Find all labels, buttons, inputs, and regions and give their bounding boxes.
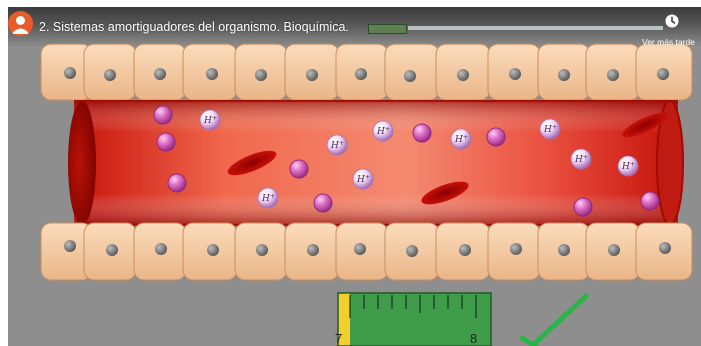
video-title[interactable]: 2. Sistemas amortiguadores del organismo… — [39, 20, 349, 34]
channel-avatar[interactable] — [8, 11, 33, 36]
top-epithelial-cells — [41, 44, 692, 100]
video-player[interactable]: H+ H+ H+ H+ H+ H+ H+ H+ H+ — [8, 7, 701, 346]
bottom-epithelial-cells — [41, 223, 692, 280]
ruler-end-label: 8 — [470, 331, 477, 346]
title-overflow-thumb — [368, 24, 407, 34]
ruler-start-label: 7 — [335, 331, 342, 346]
watch-later-label: Ver más tarde — [642, 37, 695, 47]
watch-later-button[interactable]: Ver más tarde — [642, 13, 701, 47]
title-overflow-line — [408, 26, 663, 30]
ph-ruler: 7 8 — [335, 293, 491, 346]
video-title-bar: 2. Sistemas amortiguadores del organismo… — [8, 7, 701, 47]
clock-icon — [665, 14, 679, 28]
checkmark-icon — [522, 296, 586, 346]
animation-scene: H+ H+ H+ H+ H+ H+ H+ H+ H+ — [8, 7, 701, 346]
